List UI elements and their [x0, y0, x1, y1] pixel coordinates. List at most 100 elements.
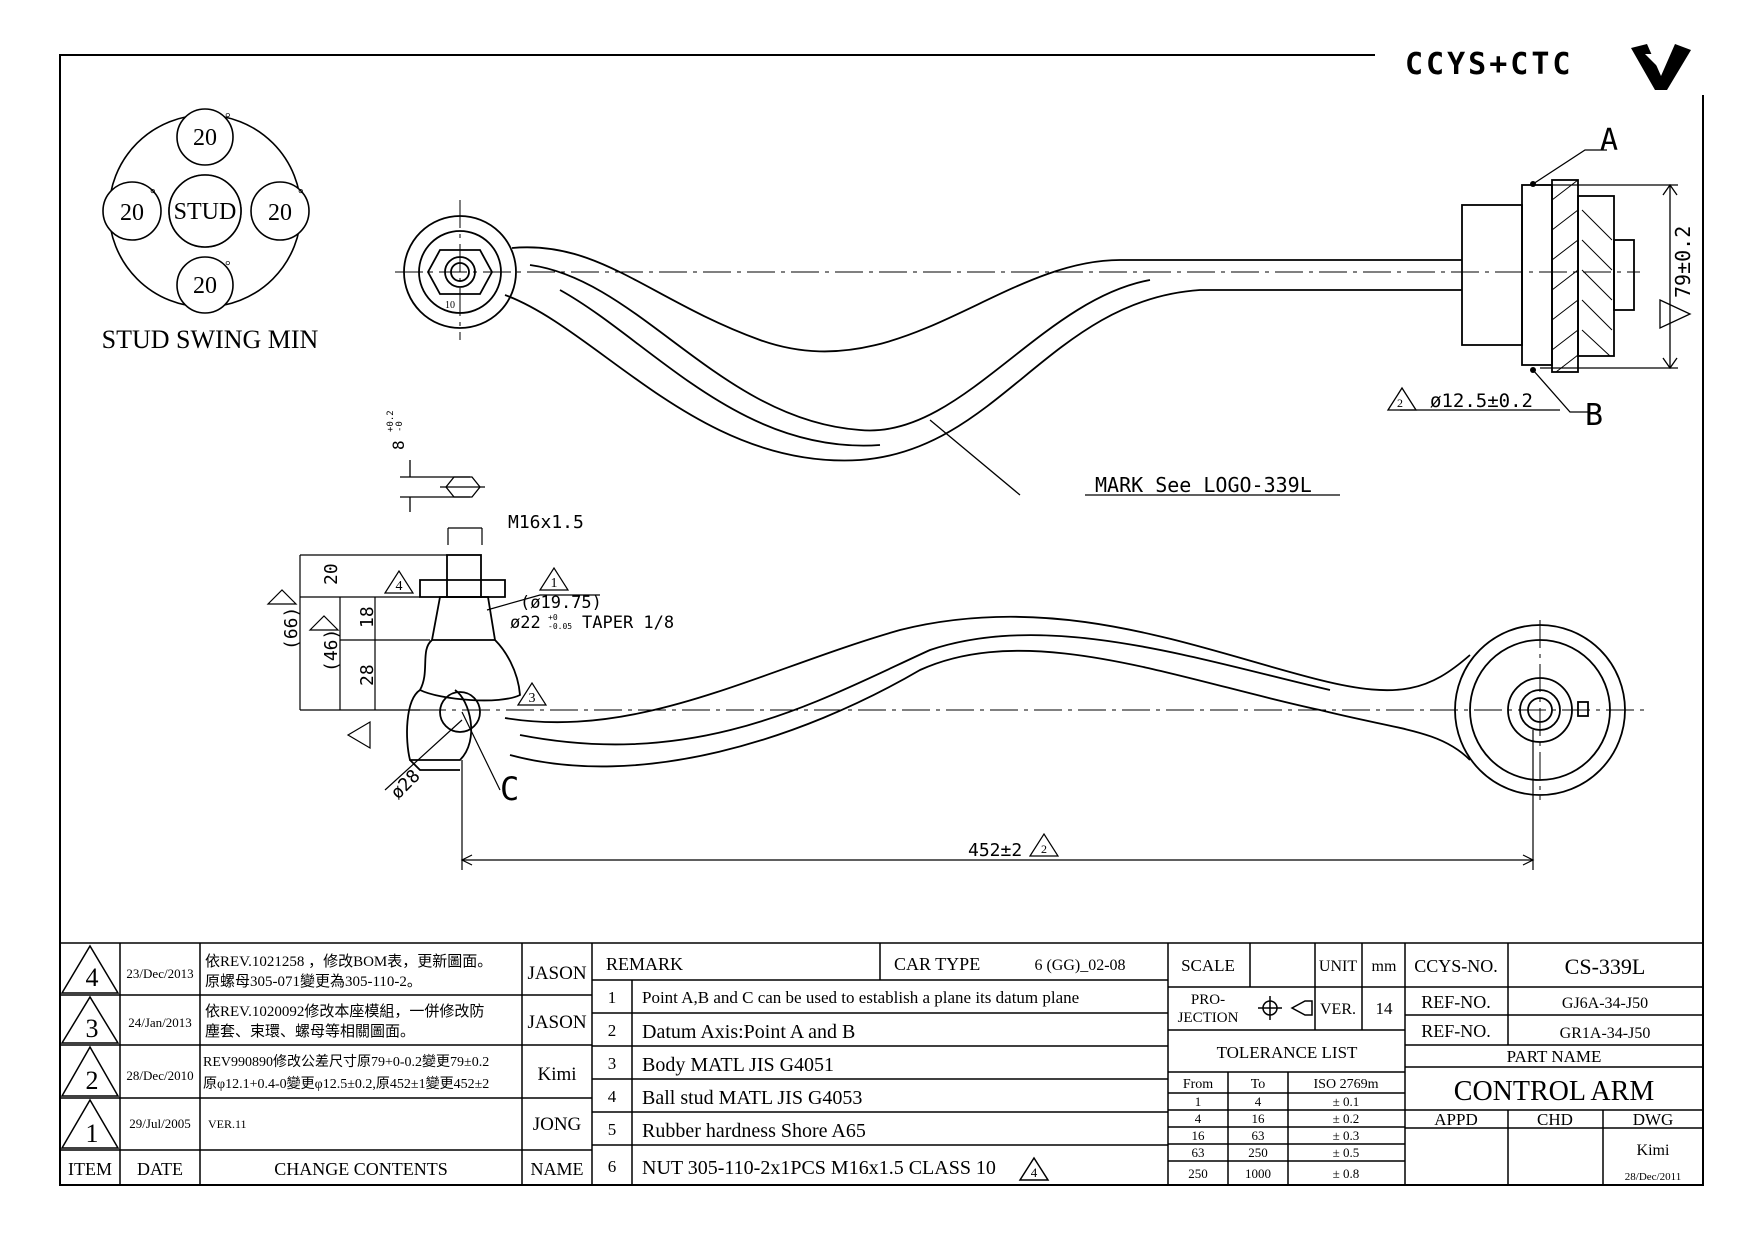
emblem-icon [1631, 44, 1691, 90]
tolerance-title: TOLERANCE LIST [1217, 1043, 1358, 1062]
degree-symbol: ° [298, 187, 304, 202]
remark-flag: 4 [1031, 1165, 1038, 1180]
tol-cell: 16 [1252, 1111, 1266, 1126]
rev-name: JASON [527, 963, 586, 984]
dim-28: 28 [357, 664, 378, 686]
unit-label: UNIT [1319, 958, 1357, 975]
tol-cell: 1 [1195, 1094, 1202, 1109]
remark-text: Datum Axis:Point A and B [642, 1021, 855, 1043]
tol-cell: 4 [1195, 1111, 1202, 1126]
tol-cell: ± 0.3 [1333, 1128, 1360, 1143]
flag-triangle [1386, 386, 1418, 411]
hex-dim: 8 [389, 440, 408, 450]
header-date: DATE [137, 1159, 183, 1179]
nut-label: 10 [445, 300, 455, 311]
projection-label: PRO- [1191, 992, 1225, 1008]
remark-no: 1 [608, 988, 617, 1007]
swing-angle-left: 20 [120, 200, 144, 226]
flag-1: 1 [551, 576, 558, 591]
point-c-label: C [500, 770, 519, 808]
header-name: NAME [531, 1159, 584, 1179]
flag-triangle [1659, 298, 1692, 330]
tol-cell: 1000 [1245, 1166, 1271, 1181]
tolerance-rows: 1 4 ± 0.1 4 16 ± 0.2 16 63 ± 0.3 63 250 … [1188, 1094, 1359, 1181]
remark-text: Point A,B and C can be used to establish… [642, 988, 1079, 1007]
taper-dia: ø22 [510, 613, 541, 633]
part-name-label: PART NAME [1507, 1047, 1602, 1066]
drawn-by: Kimi [1637, 1142, 1670, 1159]
rev-content-line1: 依REV.1021258 ，修改BOM表，更新圖面。 [205, 953, 492, 970]
remark-header: REMARK [606, 954, 683, 974]
rev-item: 3 [86, 1014, 99, 1043]
remark-text: Ball stud MATL JIS G4053 [642, 1087, 862, 1109]
remark-no: 6 [608, 1157, 617, 1176]
rev-date: 24/Jan/2013 [128, 1015, 192, 1030]
flag-triangle [1028, 832, 1060, 857]
remark-no: 5 [608, 1120, 617, 1139]
tol-cell: ± 0.2 [1333, 1111, 1360, 1126]
side-center-line [330, 620, 1650, 800]
hex-detail [400, 460, 485, 512]
mark-note: MARK See LOGO-339L [1095, 473, 1312, 497]
rev-item: 1 [86, 1119, 99, 1148]
datum-triangle [346, 720, 371, 750]
degree-symbol: ° [225, 259, 231, 274]
tol-cell: 63 [1192, 1145, 1205, 1160]
dwg-label: DWG [1633, 1110, 1674, 1129]
projection-label: JECTION [1178, 1010, 1239, 1026]
flag-3: 3 [529, 691, 536, 706]
rev-content-line2: 原螺母305-071變更為305-110-2。 [205, 973, 422, 990]
tol-header: ISO 2769m [1314, 1077, 1379, 1092]
flag-triangle [516, 681, 548, 706]
ref-no-label: REF-NO. [1421, 1021, 1491, 1041]
tol-header: To [1251, 1077, 1266, 1092]
taper-note: TAPER 1/8 [582, 613, 674, 633]
tol-cell: ± 0.8 [1333, 1166, 1360, 1181]
tol-cell: ± 0.1 [1333, 1094, 1360, 1109]
flag-triangle [383, 569, 415, 594]
dim-66: (66) [281, 607, 302, 650]
point-a-label: A [1600, 123, 1618, 158]
point-b-dot [1530, 367, 1536, 373]
rev-name: JONG [533, 1114, 582, 1135]
taper-tol-up: +0 [548, 613, 558, 622]
rev-date: 23/Dec/2013 [126, 966, 193, 981]
rev-content-line2: 塵套、束環、螺母等相關圖面。 [205, 1022, 415, 1040]
rev-date: 28/Dec/2010 [126, 1068, 193, 1083]
tol-header: From [1183, 1077, 1213, 1092]
length-dim: 452±2 [968, 840, 1022, 861]
tol-cell: 4 [1255, 1094, 1262, 1109]
car-type-value: 6 (GG)_02-08 [1034, 957, 1125, 974]
thread-label: M16x1.5 [508, 512, 584, 533]
top-center-line [395, 200, 1640, 340]
appd-label: APPD [1434, 1110, 1477, 1129]
flag-triangle [308, 615, 340, 631]
hex-tol-up: +0.2 [386, 410, 396, 432]
dim-18: 18 [357, 606, 378, 628]
ball-dia: ø28 [387, 766, 425, 804]
ver-value: 14 [1376, 999, 1394, 1018]
dim-20: 20 [321, 563, 342, 585]
point-a-dot [1530, 181, 1536, 187]
ccys-no-label: CCYS-NO. [1414, 956, 1498, 976]
scale-label: SCALE [1181, 956, 1235, 975]
rev-date: 29/Jul/2005 [129, 1116, 190, 1131]
remark-no: 3 [608, 1054, 617, 1073]
degree-symbol: ° [225, 111, 231, 126]
remark-text: NUT 305-110-2x1PCS M16x1.5 CLASS 10 [642, 1157, 996, 1179]
side-view-arm [406, 554, 1626, 796]
tol-cell: 63 [1252, 1128, 1265, 1143]
swing-angle-bottom: 20 [193, 273, 217, 299]
revision-row: 2 28/Dec/2010 REV990890修改公差尺寸原79+0-0.2變更… [86, 1054, 577, 1095]
rev-item: 2 [86, 1066, 99, 1095]
point-b-label: B [1585, 398, 1603, 433]
logo-text: CCYS+CTC [1405, 47, 1574, 82]
rev-name: JASON [527, 1012, 586, 1033]
drawn-date: 28/Dec/2011 [1625, 1171, 1681, 1183]
side-dimension-lines [299, 527, 1535, 870]
ref-no-label: REF-NO. [1421, 992, 1491, 1012]
car-type-label: CAR TYPE [894, 954, 980, 974]
remark-no: 4 [608, 1087, 617, 1106]
remark-no: 2 [608, 1021, 617, 1040]
